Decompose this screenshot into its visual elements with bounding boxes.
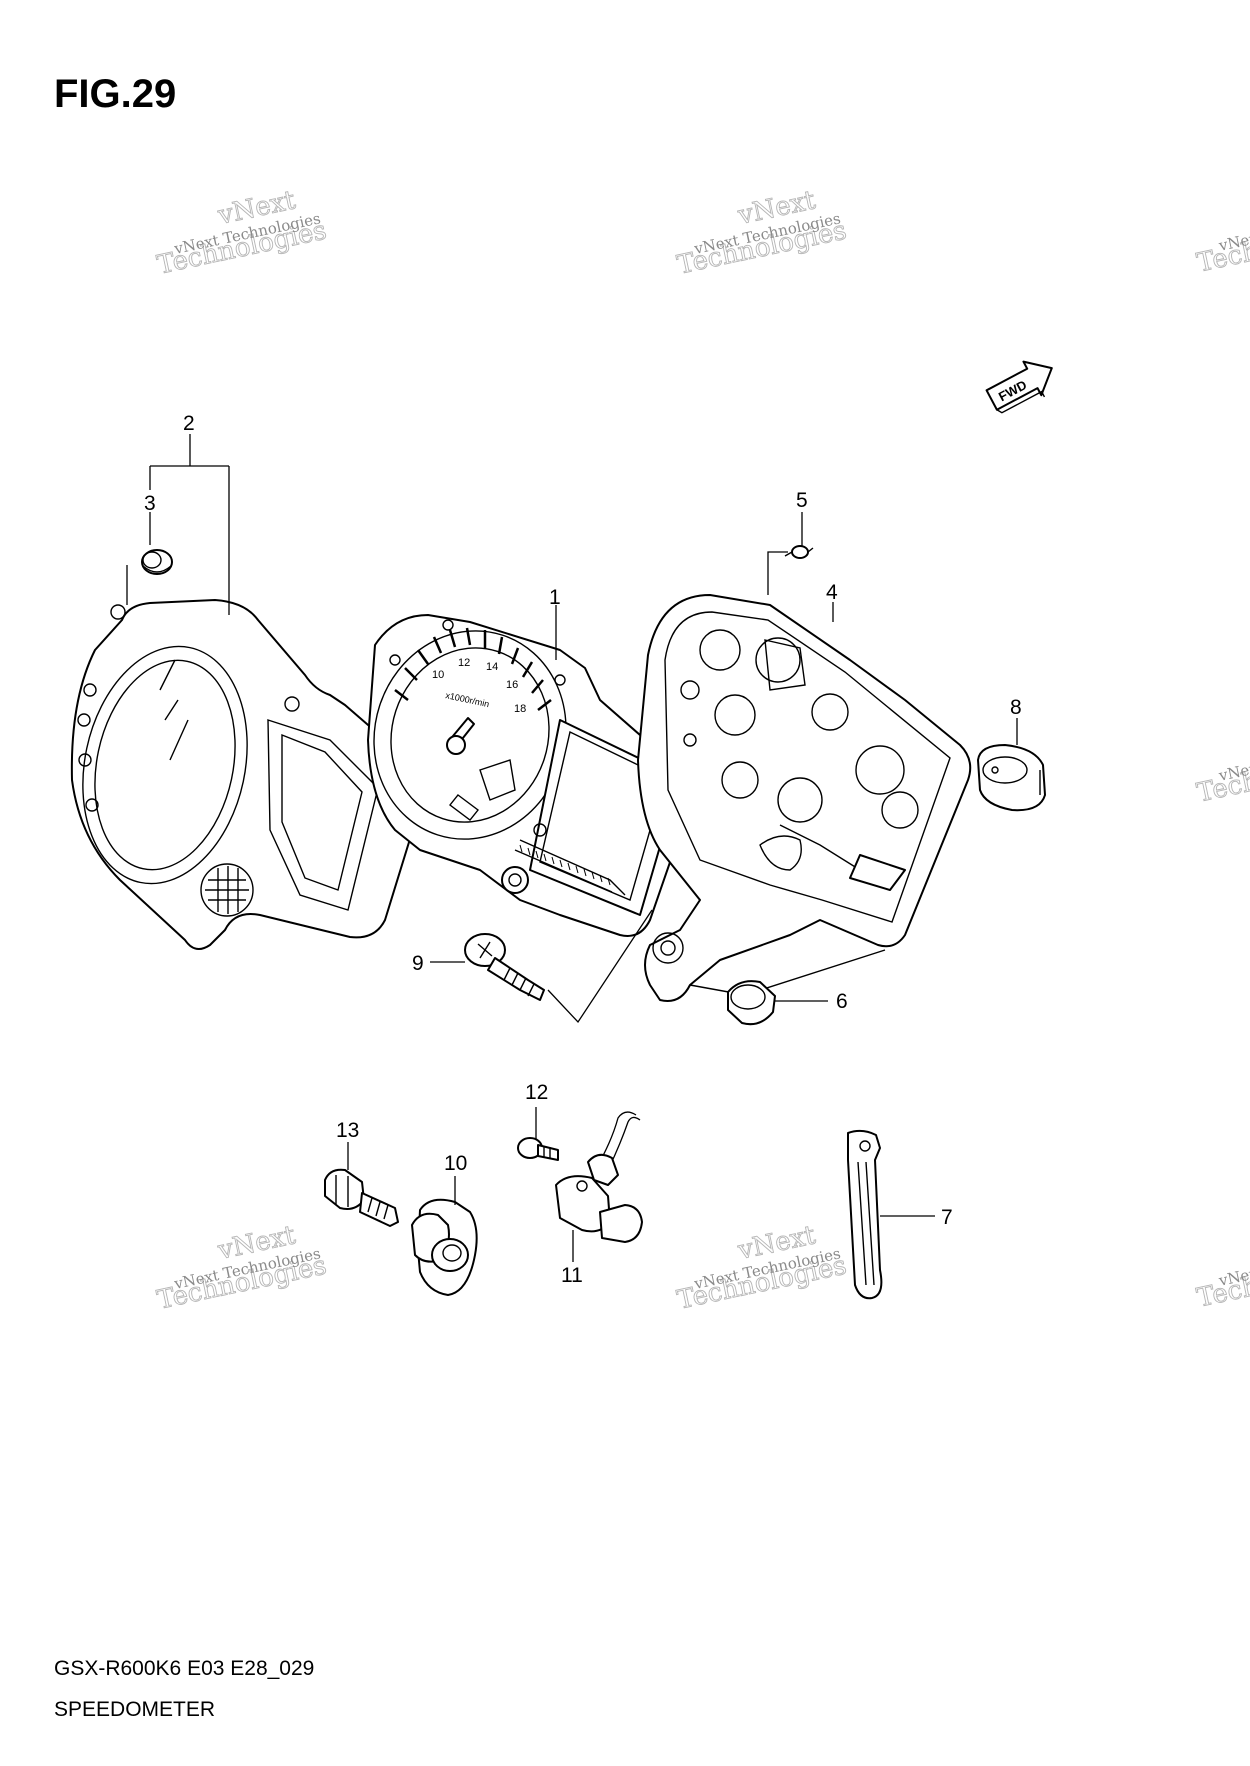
- callout-7: 7: [941, 1206, 953, 1229]
- watermark-low-left: Technologies vNext Technologies vNext: [154, 1220, 329, 1316]
- watermark-low-right: Technologies vNext Technologies: [1194, 1241, 1250, 1314]
- watermark-mid-right: Technologies vNext Technologies: [1194, 736, 1250, 809]
- tacho-label-10: 10: [432, 669, 444, 681]
- callout-13: 13: [336, 1119, 359, 1142]
- callout-6: 6: [836, 990, 848, 1013]
- fwd-arrow-icon: FWD: [985, 360, 1053, 414]
- svg-text:vNext Technologies: vNext Technologies: [1216, 1241, 1250, 1290]
- part-11-speed-sensor: [555, 1111, 643, 1243]
- diagram-code: GSX-R600K6 E03 E28_029: [54, 1657, 315, 1680]
- part-8-cap: [977, 744, 1046, 812]
- watermark-top-center: Technologies vNext Technologies vNext: [674, 185, 849, 281]
- lcd-connector-pins: [519, 844, 611, 886]
- part-4-meter-case: [637, 594, 972, 1002]
- part-6-grommet: [727, 980, 776, 1026]
- tacho-label-14: 14: [486, 661, 498, 673]
- part-9-bolt: [464, 933, 545, 1001]
- callout-10: 10: [444, 1152, 467, 1175]
- part-10-damper: [411, 1198, 478, 1296]
- callout-labels: 2 3 1 5 4 8 9 6 12 13 10 11 7: [144, 412, 1022, 1287]
- leader-lines: [126, 434, 1018, 1262]
- callout-12: 12: [525, 1081, 548, 1104]
- diagram-caption: SPEEDOMETER: [54, 1698, 216, 1721]
- callout-9: 9: [412, 952, 424, 975]
- tacho-label-18: 18: [514, 703, 526, 715]
- watermark-top-right: Technologies vNext Technologies: [1194, 206, 1250, 279]
- callout-3: 3: [144, 492, 156, 515]
- tacho-label-12: 12: [458, 657, 470, 669]
- part-7-bracket: [847, 1129, 883, 1300]
- svg-text:vNext Technologies: vNext Technologies: [1216, 206, 1250, 255]
- part-2-meter-cover: [70, 599, 427, 950]
- tacho-label-16: 16: [506, 679, 518, 691]
- callout-2: 2: [183, 412, 195, 435]
- watermark-low-center: Technologies vNext Technologies vNext: [674, 1220, 849, 1316]
- svg-text:vNext Technologies: vNext Technologies: [1216, 736, 1250, 785]
- callout-1: 1: [549, 586, 561, 609]
- figure-title: FIG.29: [54, 72, 177, 116]
- part-5-screw: [784, 545, 814, 559]
- watermark-top-left: Technologies vNext Technologies vNext: [154, 185, 329, 281]
- callout-5: 5: [796, 489, 808, 512]
- part-12-bolt: [517, 1137, 559, 1161]
- callout-4: 4: [826, 581, 838, 604]
- part-3-grommet: [141, 549, 173, 575]
- part-13-bolt: [324, 1168, 399, 1227]
- tacho-tick-marks: [394, 627, 552, 711]
- callout-8: 8: [1010, 696, 1022, 719]
- callout-11: 11: [561, 1264, 583, 1287]
